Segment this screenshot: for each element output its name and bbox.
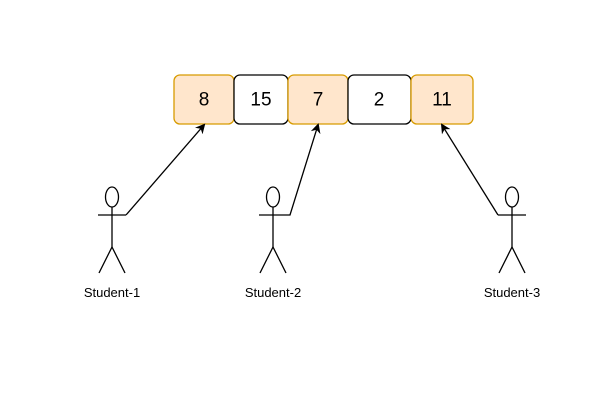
array-cell-1: 15 <box>233 74 289 125</box>
pointer-arrows <box>125 123 499 216</box>
arrow-student-2-to-cell <box>287 123 321 216</box>
student-label: Student-3 <box>484 285 540 300</box>
array-cell-value: 8 <box>199 90 210 111</box>
student-label: Student-1 <box>84 285 140 300</box>
array-cell-value: 15 <box>250 90 271 111</box>
array: 8 15 7 2 11 <box>173 74 474 125</box>
stick-figure-icon <box>498 186 526 274</box>
array-cell-value: 2 <box>374 90 385 111</box>
array-cell-2: 7 <box>287 74 349 125</box>
array-cell-value: 11 <box>432 90 452 111</box>
student-3: Student-3 <box>484 186 540 300</box>
arrow-student-1-to-cell <box>125 123 206 216</box>
student-1: Student-1 <box>84 186 140 300</box>
student-2: Student-2 <box>245 186 301 300</box>
array-cell-0: 8 <box>173 74 235 125</box>
array-cell-value: 7 <box>313 90 324 111</box>
array-cell-3: 2 <box>347 74 412 125</box>
arrow-student-3-to-cell <box>440 123 499 216</box>
student-label: Student-2 <box>245 285 301 300</box>
stick-figure-icon <box>259 186 287 274</box>
array-cell-4: 11 <box>410 74 474 125</box>
stick-figure-icon <box>98 186 126 274</box>
